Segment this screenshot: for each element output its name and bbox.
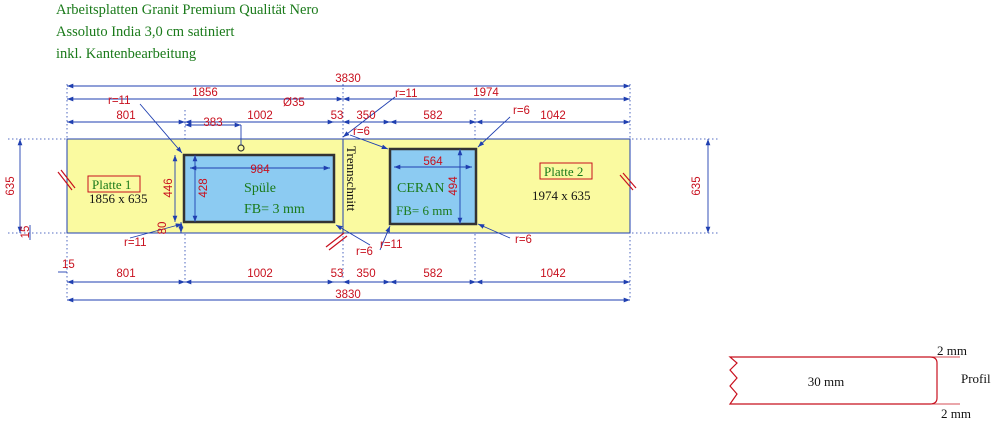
radius-leaders	[129, 96, 511, 251]
plate2-title: Platte 2	[544, 164, 583, 179]
vertical-dimension-lines	[17, 139, 711, 240]
profile-bottom: 2 mm	[941, 406, 971, 421]
profile-width: 30 mm	[808, 374, 844, 389]
dim-80: 80	[157, 222, 169, 235]
profile-drawing	[728, 356, 960, 405]
dim-r6-d: r=6	[515, 234, 532, 246]
dim-801-top: 801	[116, 110, 135, 122]
dim-582-top: 582	[423, 110, 442, 122]
top-dimension-lines	[67, 83, 630, 145]
dim-r11-b: r=11	[395, 88, 417, 100]
dim-15-bottom: 15	[62, 259, 75, 271]
ceran-label: CERAN	[397, 181, 444, 196]
dim-r6-b: r=6	[513, 105, 530, 117]
title-line-3: inkl. Kantenbearbeitung	[56, 46, 197, 62]
ceran-fb: FB= 6 mm	[396, 203, 452, 218]
dim-801-bottom: 801	[116, 268, 135, 280]
dim-1042-bottom: 1042	[540, 268, 566, 280]
dim-350-top: 350	[356, 110, 375, 122]
dim-total-top: 3830	[335, 73, 361, 85]
plate1-title: Platte 1	[92, 177, 131, 192]
plate1-size: 1856 x 635	[89, 191, 148, 206]
tap-hole	[237, 144, 245, 152]
plate2-frame	[539, 162, 593, 180]
dim-582-bottom: 582	[423, 268, 442, 280]
title-line-1: Arbeitsplatten Granit Premium Qualität N…	[56, 2, 319, 18]
dim-1042-top: 1042	[540, 110, 566, 122]
dim-15-left: 15	[20, 226, 32, 239]
sink-label: Spüle	[244, 181, 276, 196]
dim-1856: 1856	[192, 87, 218, 99]
dim-r11-c: r=11	[124, 237, 146, 249]
cut-marks	[57, 169, 637, 251]
dim-r6-a: r=6	[353, 126, 370, 138]
dim-sink-height: 428	[198, 178, 210, 197]
dim-1974: 1974	[473, 87, 499, 99]
dim-ceran-height: 494	[448, 176, 460, 196]
dim-r11-d: r=11	[380, 239, 402, 251]
bottom-dimension-lines	[58, 271, 630, 303]
dim-635-left: 635	[5, 176, 17, 195]
joint-label: Trennschnitt	[344, 146, 359, 212]
sink-fb: FB= 3 mm	[244, 202, 305, 217]
dim-383: 383	[203, 117, 222, 129]
dim-sink-width: 984	[250, 164, 270, 176]
dim-1002-bottom: 1002	[247, 268, 273, 280]
title-line-2: Assoluto India 3,0 cm satiniert	[56, 24, 235, 40]
dim-total-bottom: 3830	[335, 289, 361, 301]
plate2-size: 1974 x 635	[532, 188, 591, 203]
countertop-slab	[66, 138, 631, 234]
dim-r11-a: r=11	[108, 95, 130, 107]
dim-ceran-width: 564	[423, 156, 443, 168]
dim-446: 446	[163, 178, 175, 197]
dim-635-right: 635	[691, 176, 703, 195]
profile-top: 2 mm	[937, 343, 967, 358]
dim-350-bottom: 350	[356, 268, 375, 280]
dim-1002-top: 1002	[247, 110, 273, 122]
dim-phi35: Ø35	[283, 97, 305, 109]
dim-53-top: 53	[331, 110, 344, 122]
profile-label: Profil	[961, 371, 991, 386]
dim-r6-c: r=6	[356, 246, 373, 258]
dim-53-bottom: 53	[331, 268, 344, 280]
plate1-frame	[87, 175, 141, 193]
